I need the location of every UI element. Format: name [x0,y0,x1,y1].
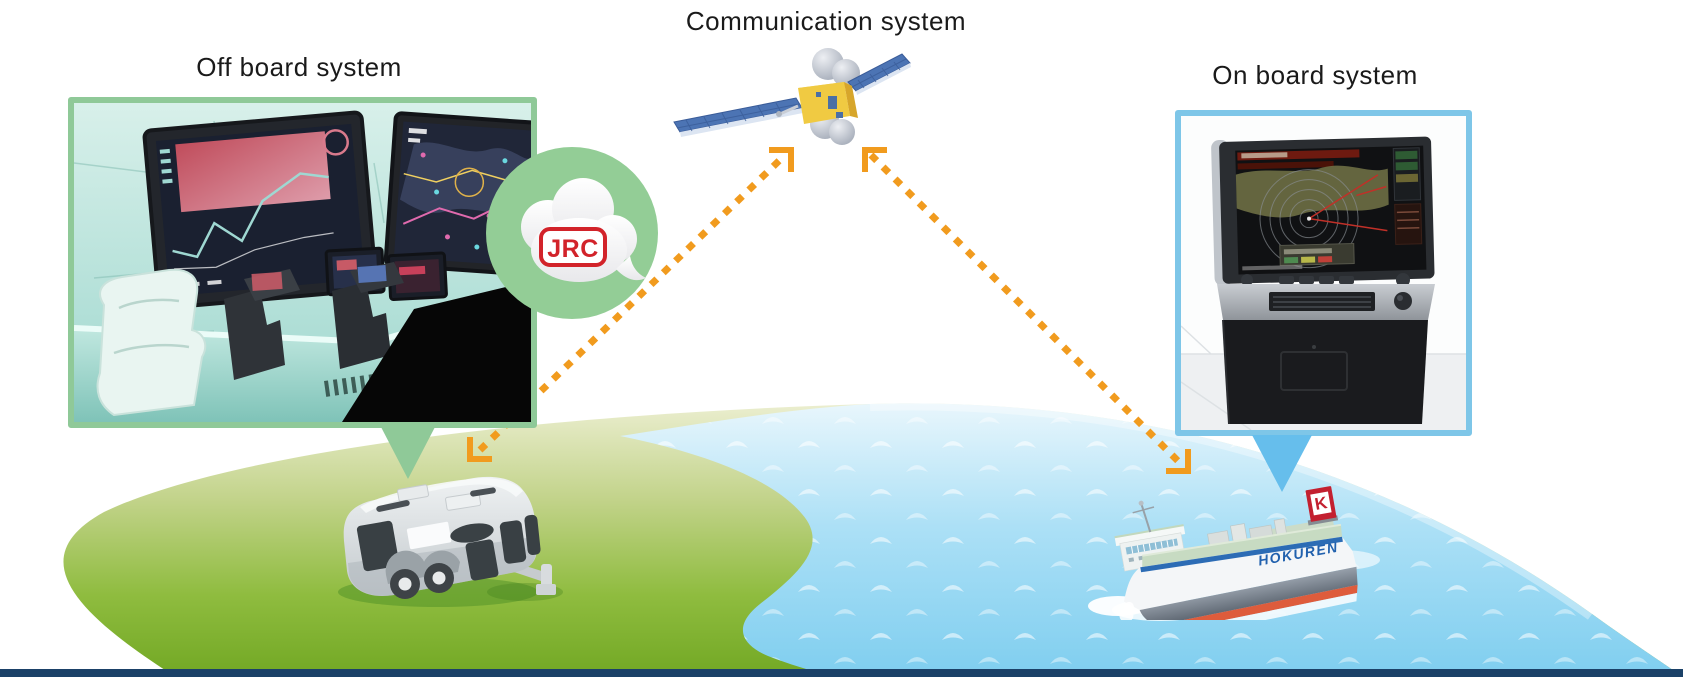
offboard-vehicle-icon [343,476,563,601]
camper-roof-vents [376,484,496,512]
ship-funnel: K [1305,486,1339,526]
arrowhead-to-satellite-right [862,147,887,172]
trackball [1394,292,1412,310]
jrc-logo-text: JRC [547,235,599,263]
offboard-title: Off board system [196,52,402,82]
ship-mast [1140,502,1152,533]
pilot-chair [96,268,207,417]
control-room-illustration [74,103,531,422]
communication-title: Communication system [685,6,967,36]
camper-windows [356,514,541,581]
ship-hull-upper [1123,536,1357,611]
onboard-title: On board system [1212,60,1418,90]
ship-hull-lower [1139,566,1358,620]
offboard-pointer [381,427,435,479]
uplink-right-dashed-line [868,152,1185,468]
console-cabinet [1222,319,1428,425]
ecdis-monitor [1211,136,1435,286]
offboard-photo [68,97,537,428]
arrowhead-to-ship [1166,449,1191,474]
wall-display-graph [142,110,379,310]
onboard-pointer [1252,435,1312,492]
satellite-feed-horn [776,111,782,117]
photo-dark-corner [342,281,531,422]
satellite-body [798,82,858,124]
satellite-feed-arm [779,104,799,116]
arrowhead-to-vehicle [467,437,492,462]
ship-blue-stripe [1140,536,1343,573]
funnel-letter: K [1313,493,1329,514]
camper-roof-highlight [360,478,523,513]
onboard-photo [1175,110,1472,436]
earth-rim [0,669,1683,677]
operator-consoles [224,262,404,380]
arrowhead-to-satellite-left [769,147,794,172]
onboard-ship-icon: K HOKUREN [1114,486,1358,620]
ship-green-deck [1142,524,1343,567]
ship-foam-line [1171,593,1358,620]
solar-panel-right [847,53,911,95]
ecdis-console-illustration [1181,116,1466,430]
jrc-logo-frame [539,227,607,267]
camper-wheels [385,550,460,599]
satellite-icon [673,48,911,145]
radar-screen-content [1235,147,1423,271]
control-deck [1217,273,1435,320]
chair-seams [113,298,190,355]
deck-buttons [1241,273,1410,287]
ship-boot-stripe [1160,584,1358,620]
jrc-cloud-icon: JRC [486,147,658,319]
solar-panel-left [673,97,803,137]
